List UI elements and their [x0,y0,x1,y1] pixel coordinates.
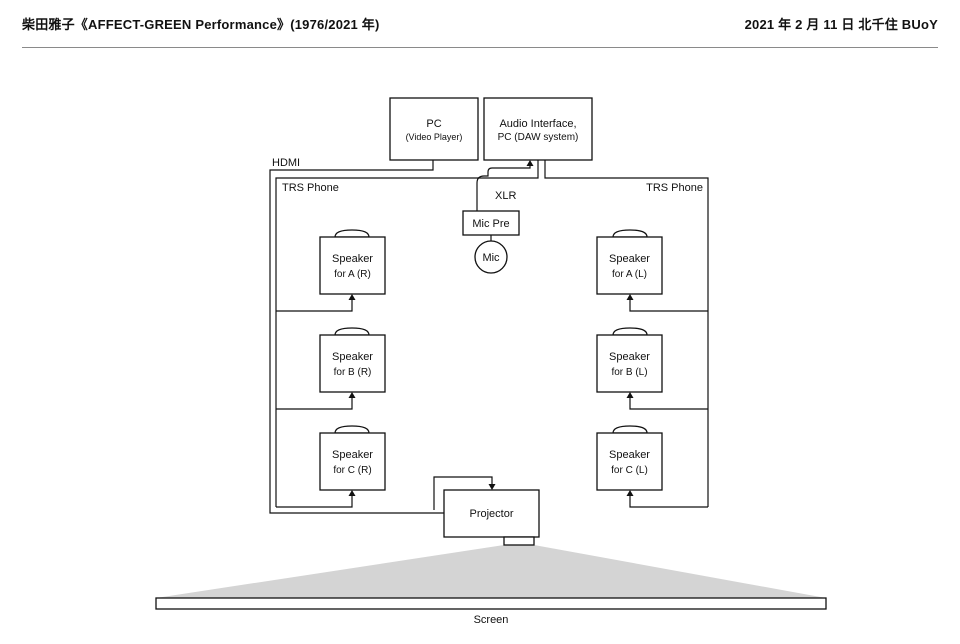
arrow-speaker-a-r [348,294,356,300]
header-divider [22,47,938,48]
speaker-label: Speaker [332,449,373,461]
speaker-sublabel: for B (R) [334,367,372,378]
audio-interface-box: Audio Interface, PC (DAW system) [483,97,593,161]
speaker-b-r: Speaker for B (R) [319,327,386,393]
projection-screen: Screen [155,597,827,626]
pc-video-sublabel: (Video Player) [406,132,463,142]
mic-circle: Mic [474,240,508,274]
projector-lens [503,536,535,546]
event-date-venue: 2021 年 2 月 11 日 北千住 BUoY [744,17,938,32]
speaker-label: Speaker [609,253,650,265]
arrow-speaker-c-l [626,490,634,496]
projector-feed [433,476,493,510]
feed-speaker-c-r [276,494,353,508]
speaker-sublabel: for A (L) [612,269,647,280]
feed-speaker-c-l [629,494,708,508]
mic-pre-box: Mic Pre [462,210,520,236]
speaker-a-r: Speaker for A (R) [319,229,386,295]
projection-beam [156,545,826,598]
arrow-speaker-a-l [626,294,634,300]
speaker-sublabel: for B (L) [611,367,647,378]
arrowheads [348,160,634,496]
arrow-projector [488,484,496,490]
arrow-audio-interface [526,160,534,166]
feed-speaker-b-l [629,396,708,410]
projector-label: Projector [469,508,513,520]
speaker-sublabel: for A (R) [334,269,371,280]
audio-interface-label: Audio Interface, [499,118,576,130]
trs-label-left: TRS Phone [282,182,339,194]
xlr-cable [476,166,531,211]
feed-speaker-b-r [276,396,353,410]
hdmi-cable [269,160,444,514]
speaker-sublabel: for C (L) [611,465,648,476]
arrow-speaker-c-r [348,490,356,496]
speaker-label: Speaker [609,351,650,363]
projector-box: Projector [443,489,540,546]
speaker-label: Speaker [332,351,373,363]
speaker-c-l: Speaker for C (L) [596,425,663,491]
audio-interface-sublabel: PC (DAW system) [498,132,579,143]
speaker-b-l: Speaker for B (L) [596,327,663,393]
speaker-sublabel: for C (R) [333,465,371,476]
mic-label: Mic [482,252,500,264]
page-title: 柴田雅子《AFFECT-GREEN Performance》(1976/2021… [22,17,380,32]
connection-wires [269,160,709,514]
page-header: 柴田雅子《AFFECT-GREEN Performance》(1976/2021… [22,14,938,48]
screen-label: Screen [474,614,509,626]
mic-pre-label: Mic Pre [472,218,509,230]
speaker-a-l: Speaker for A (L) [596,229,663,295]
arrow-speaker-b-l [626,392,634,398]
speaker-c-r: Speaker for C (R) [319,425,386,491]
arrow-speaker-b-r [348,392,356,398]
trs-cable-right [544,160,709,507]
feed-speaker-a-r [276,298,353,312]
speaker-label: Speaker [332,253,373,265]
pc-video-player: PC (Video Player) [389,97,479,161]
xlr-label: XLR [495,190,516,202]
trs-cable-left [275,160,539,507]
pc-video-label: PC [426,118,441,130]
trs-label-right: TRS Phone [646,182,703,194]
hdmi-label: HDMI [272,157,300,169]
feed-speaker-a-l [629,298,708,312]
speaker-label: Speaker [609,449,650,461]
